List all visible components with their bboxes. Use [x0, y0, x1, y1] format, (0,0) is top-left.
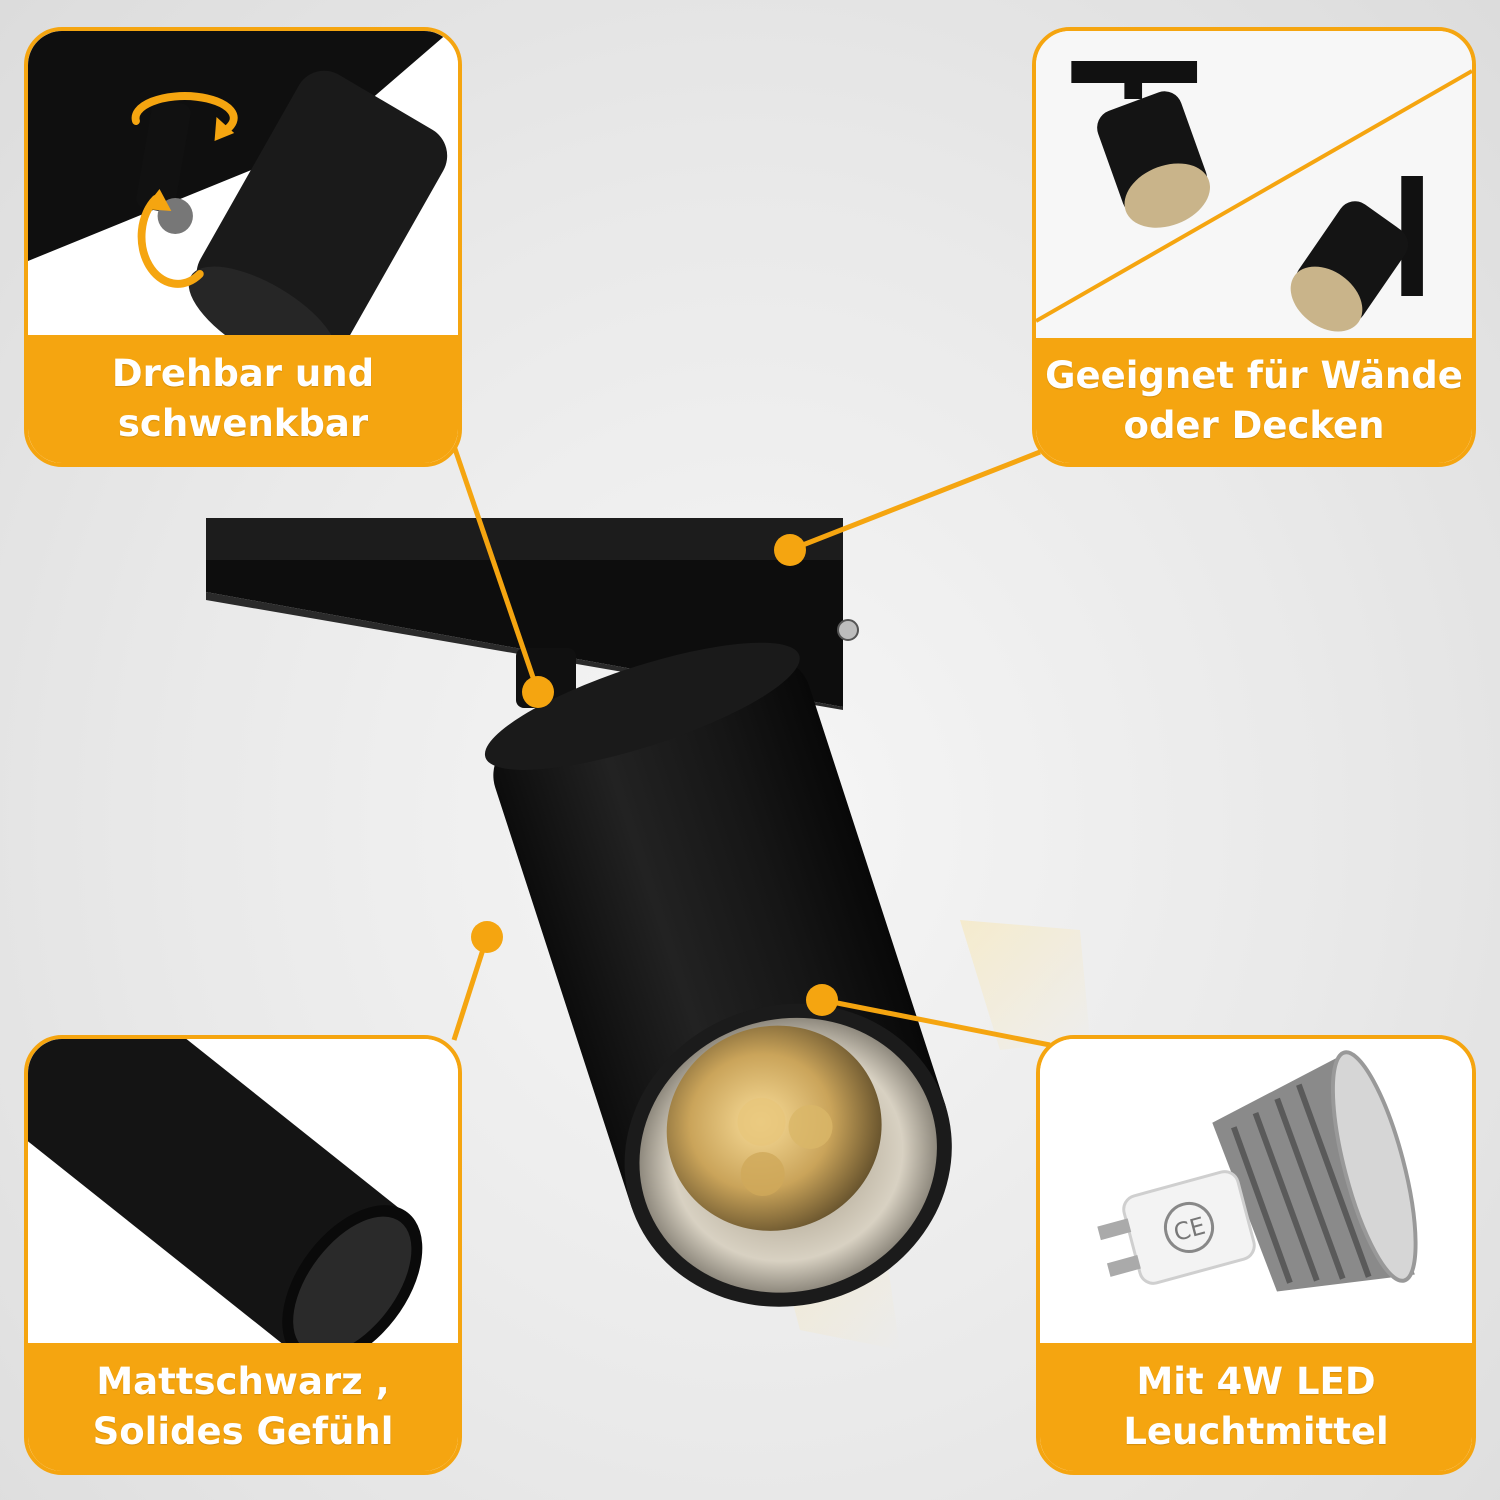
feature-card-finish: Mattschwarz , Solides Gefühl — [24, 1035, 462, 1475]
base-plate-top — [206, 518, 843, 560]
finish-label: Mattschwarz , Solides Gefühl — [28, 1343, 458, 1471]
rotate-detail-photo — [28, 31, 458, 343]
rotate-label-line2: schwenkbar — [117, 402, 369, 445]
matte-black-tube-photo — [28, 1039, 458, 1351]
feature-card-bulb: CE Mit 4W LED Leuchtmittel — [1036, 1035, 1476, 1475]
rotate-label-line1: Drehbar und — [111, 352, 375, 395]
callout-dot-finish — [471, 921, 503, 953]
rotate-arrows-icon — [131, 92, 238, 288]
feature-card-rotate: Drehbar und schwenkbar — [24, 27, 462, 467]
callout-dot-bulb — [806, 984, 838, 1016]
mounting-label-line2: oder Decken — [1123, 403, 1385, 447]
mounting-options-photo — [1036, 31, 1472, 346]
bulb-label-line2: Leuchtmittel — [1123, 1410, 1389, 1453]
mounting-label: Geeignet für Wände oder Decken — [1036, 338, 1472, 463]
rotate-label: Drehbar und schwenkbar — [28, 335, 458, 463]
bulb-label: Mit 4W LED Leuchtmittel — [1040, 1343, 1472, 1471]
finish-label-line1: Mattschwarz , — [96, 1360, 390, 1403]
bulb-label-line1: Mit 4W LED — [1136, 1360, 1376, 1403]
mounting-label-line1: Geeignet für Wände — [1045, 353, 1463, 397]
finish-label-line2: Solides Gefühl — [92, 1410, 394, 1453]
feature-card-mounting: Geeignet für Wände oder Decken — [1032, 27, 1476, 467]
callout-dot-mounting — [774, 534, 806, 566]
callout-dot-rotate — [522, 676, 554, 708]
led-bulb-photo: CE — [1040, 1039, 1472, 1351]
